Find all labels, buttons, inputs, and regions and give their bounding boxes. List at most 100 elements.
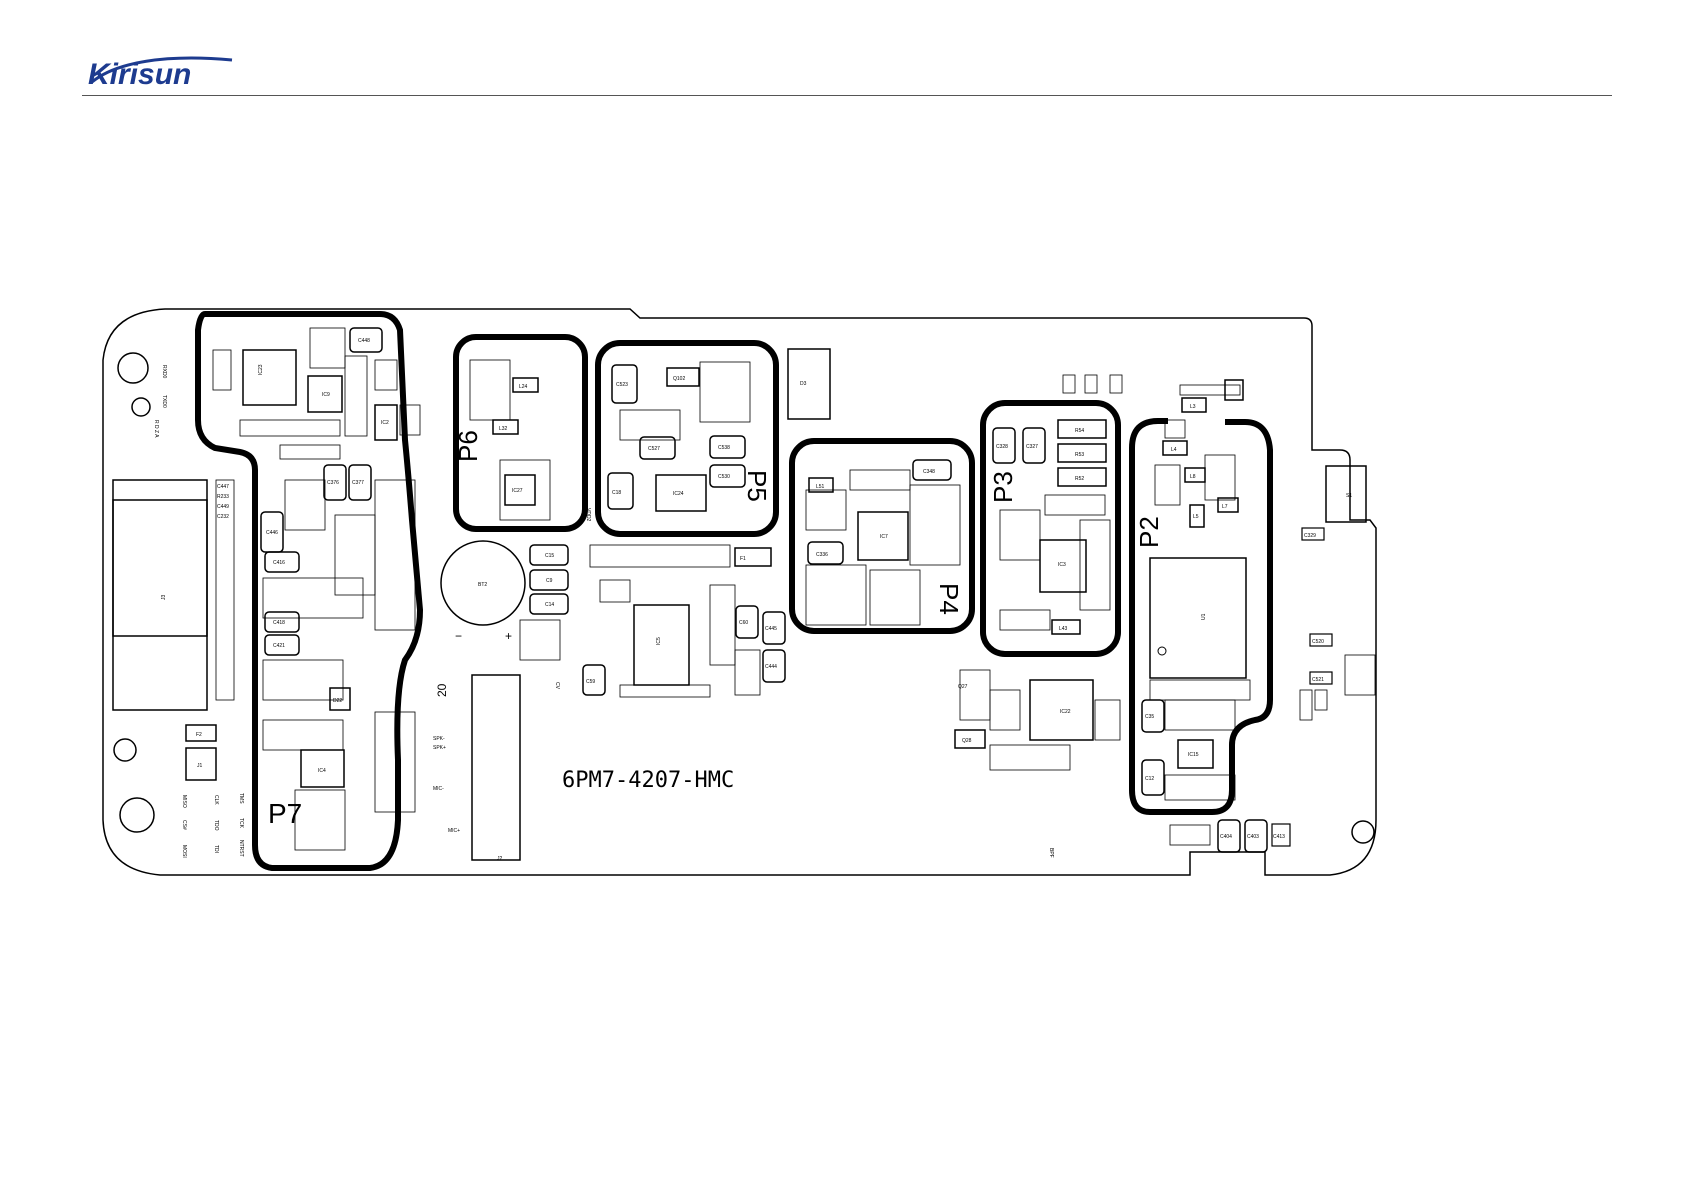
component-outline (1217, 497, 1239, 513)
zone-p2-outline (1129, 418, 1273, 815)
component-outline (294, 789, 346, 851)
component-outline (1309, 671, 1333, 685)
ic-ic2 (374, 404, 398, 441)
zone-label-p7: P7 (268, 798, 302, 829)
component-outline (989, 689, 1021, 731)
kirisun-logo-text: Kirisun (88, 58, 191, 91)
label-mic-minus: MIC- (433, 786, 444, 792)
bt2-label: BT2 (478, 582, 487, 588)
ic-ic7 (857, 511, 909, 561)
label-mic-plus: MIC+ (448, 828, 460, 834)
component-outline (374, 711, 416, 813)
s1-label: S1 (1346, 493, 1352, 499)
label-vdd2: VDD2 (585, 508, 591, 522)
component-outline (1189, 504, 1205, 528)
component-outline (1062, 374, 1076, 394)
label-rdza: R D Z A (153, 420, 159, 438)
component-label: R52 (1075, 476, 1084, 482)
component-outline (1022, 427, 1046, 464)
component-outline (611, 364, 638, 404)
ic23-label: IC23 (258, 364, 264, 375)
component-label: C328 (996, 444, 1008, 450)
component-label: R53 (1075, 452, 1084, 458)
component-label: C15 (545, 553, 554, 559)
label-spk-plus: SPK+ (433, 745, 446, 751)
fuse-f1 (734, 547, 772, 567)
u1-label: U1 (1201, 613, 1207, 620)
connector-j1 (185, 747, 217, 781)
component-outline (1204, 454, 1236, 501)
zone-p5-outline (595, 340, 779, 537)
component-label: L7 (1222, 504, 1228, 510)
component-outline (374, 479, 416, 631)
zone-p3-outline (980, 400, 1121, 657)
zone-label-p4: P4 (934, 583, 964, 615)
component-outline (1314, 689, 1328, 711)
component-label: C377 (352, 480, 364, 486)
zone-p6-outline (453, 334, 588, 532)
bt2-minus: − (455, 629, 462, 643)
component-label: C14 (545, 602, 554, 608)
label-clk: CLK (213, 795, 219, 805)
component-outline (699, 361, 751, 423)
switch-s1 (1325, 465, 1367, 523)
component-outline (1299, 689, 1313, 721)
component-label: L4 (1171, 447, 1177, 453)
zone-p7-outline (195, 311, 424, 871)
component-outline (1181, 397, 1207, 413)
label-ntrst: NTRST (238, 840, 244, 857)
board-outline (102, 308, 1377, 876)
mounting-hole (119, 797, 155, 833)
component-outline (599, 579, 631, 603)
component-outline (709, 464, 746, 488)
component-outline (1057, 419, 1107, 439)
j1-label: J1 (197, 763, 203, 769)
kirisun-logo: Kirisun (88, 56, 233, 91)
battery-bt2 (440, 540, 526, 626)
component-outline (1141, 759, 1165, 796)
component-outline (348, 464, 372, 501)
smd-pads (212, 327, 1376, 851)
component-label: C530 (718, 474, 730, 480)
diode-d3 (787, 348, 831, 420)
component-outline (349, 327, 383, 353)
component-outline (999, 609, 1051, 631)
label-spk-minus: SPK- (433, 736, 445, 742)
component-outline (529, 593, 569, 615)
ic4-label: IC4 (318, 768, 326, 774)
component-outline (762, 611, 786, 645)
component-label: C18 (612, 490, 621, 496)
ic-ic24 (655, 474, 707, 512)
component-label: L5 (1193, 514, 1199, 520)
label-cs: CS# (181, 820, 187, 830)
component-outline (262, 577, 364, 619)
fuse-f2 (185, 724, 217, 742)
label-miso: MISO (181, 795, 187, 808)
component-label: C232 (217, 514, 229, 520)
component-outline (1109, 374, 1123, 394)
component-outline (909, 484, 961, 566)
component-outline (869, 569, 921, 626)
f2-label: F2 (196, 732, 202, 738)
mounting-hole (1351, 820, 1375, 844)
ic3-label: IC3 (1058, 562, 1066, 568)
component-label: C376 (327, 480, 339, 486)
ic7-label: IC7 (880, 534, 888, 540)
component-outline (284, 479, 326, 531)
component-outline (607, 472, 634, 510)
component-label: C9 (546, 578, 553, 584)
component-label: C527 (648, 446, 660, 452)
component-outline (709, 435, 746, 459)
component-label: C446 (266, 530, 278, 536)
connector-j2 (471, 674, 521, 861)
j3-label: J3 (161, 595, 167, 601)
label-rxd0: RXD0 (161, 365, 167, 379)
component-label: C35 (1145, 714, 1154, 720)
j3-pin-labels: C447 R233 C449 C232 (215, 479, 235, 701)
component-label: C60 (739, 620, 748, 626)
component-outline (529, 569, 569, 591)
component-outline (735, 605, 759, 639)
component-label: C538 (718, 445, 730, 451)
component-outline (1084, 374, 1098, 394)
